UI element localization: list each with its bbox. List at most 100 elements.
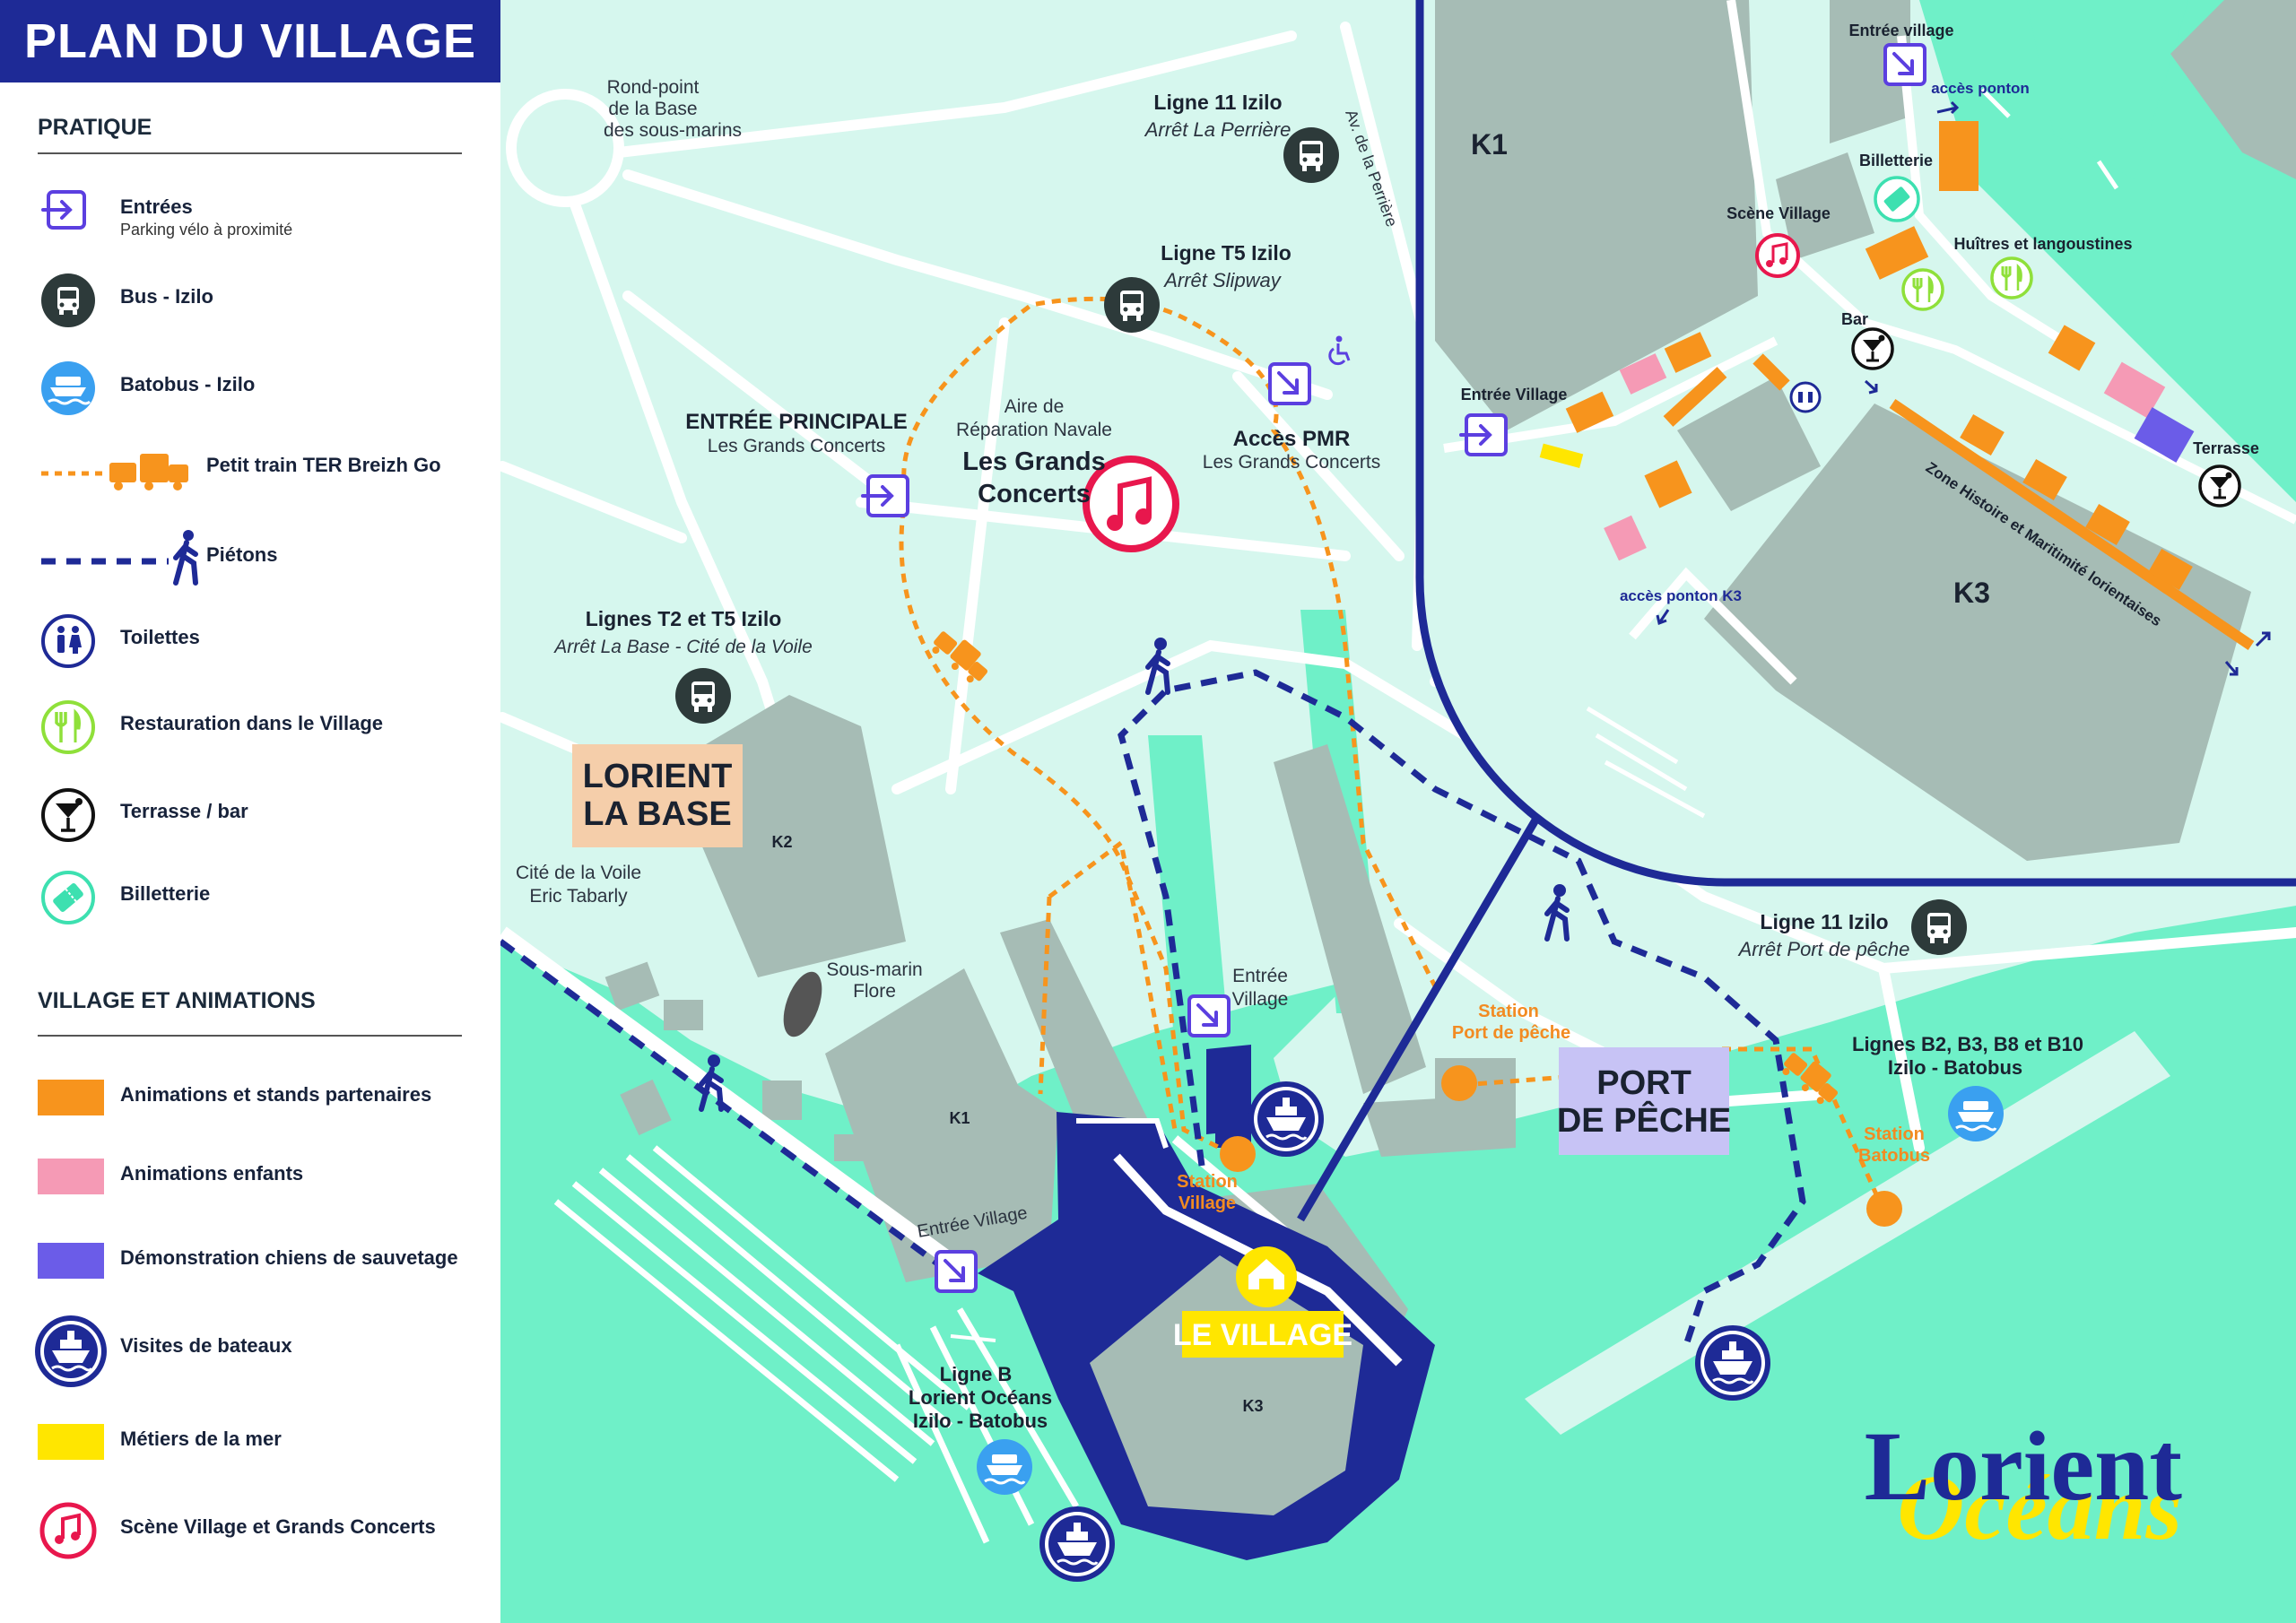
inset-frame <box>1415 0 2296 887</box>
music-icon <box>39 1502 97 1559</box>
ligne-t5-stop: Arrêt Slipway <box>1162 269 1283 291</box>
inset-food-icon[interactable] <box>1901 268 1944 311</box>
sous-marin-line1: Sous-marin <box>826 959 922 980</box>
rond-point-line2: de la Base <box>608 99 697 119</box>
legend-item-metiers-mer: Métiers de la mer <box>34 1411 483 1474</box>
legend-label: Bus - Izilo <box>120 285 213 308</box>
pedestrian-route-east <box>1118 669 1806 1347</box>
ligne11-low-stop: Arrêt Port de pêche <box>1737 938 1910 960</box>
stand-orange-line <box>1663 367 1727 427</box>
sous-marin-line2: Flore <box>853 981 896 1002</box>
entry-icon[interactable] <box>935 1250 978 1293</box>
main-map: LORIENT LA BASE PORT DE PÊCHE LE VILLAGE… <box>500 0 2296 1623</box>
inset-entree-village-top: Entrée village <box>1848 22 1953 39</box>
station-batobus-dot <box>1866 1191 1902 1227</box>
lorient-la-base-line2: LA BASE <box>583 795 731 833</box>
lorient-la-base-box <box>572 744 743 847</box>
inset-k1-label: K1 <box>1471 128 1508 161</box>
inset-toilets-icon[interactable] <box>1789 381 1822 413</box>
legend-label: Batobus - Izilo <box>120 373 256 395</box>
legend-label: Démonstration chiens de sauvetage <box>120 1246 458 1269</box>
bus-icon[interactable] <box>675 668 731 724</box>
legend-label: Petit train TER Breizh Go <box>206 454 441 476</box>
inset-water-strip <box>2027 0 2188 179</box>
boat-visit-icon[interactable] <box>1693 1324 1772 1402</box>
stand-pink <box>1619 353 1667 395</box>
station-port-peche-line1: Station <box>1478 1002 1539 1021</box>
pink-swatch <box>38 1159 104 1194</box>
entree-principale: ENTRÉE PRINCIPALE <box>685 409 908 434</box>
legend-item-toilettes: Toilettes <box>34 610 483 673</box>
stand-pink <box>2103 361 2166 419</box>
legend-sublabel: Parking vélo à proximité <box>120 221 293 239</box>
inset-building <box>2170 0 2296 179</box>
batobus-icon[interactable] <box>1946 1084 2005 1143</box>
ligne11-low: Ligne 11 Izilo <box>1760 910 1888 933</box>
walker-icon <box>173 530 198 586</box>
boat-visit-icon[interactable] <box>1247 1080 1326 1159</box>
train-icon <box>41 454 188 490</box>
inset-food-icon[interactable] <box>1990 256 2033 299</box>
legend-label: Piétons <box>206 543 278 566</box>
boat-visit-icon[interactable] <box>1038 1505 1117 1584</box>
lorient-oceans-logo: Océans Lorient <box>1865 1411 2183 1559</box>
pmr-entry-icon[interactable] <box>1268 362 1311 405</box>
stand-orange <box>1939 121 1979 191</box>
legend-item-bus: Bus - Izilo <box>34 269 483 332</box>
inset-bar-icon[interactable] <box>2198 464 2241 508</box>
entry-icon[interactable] <box>861 474 909 517</box>
grands-concerts-music-icon[interactable] <box>1083 456 1179 552</box>
inset-stands <box>1539 121 2255 650</box>
le-village-box <box>1182 1311 1344 1358</box>
logo-line1: Lorient <box>1865 1411 2183 1521</box>
legend-item-scene-village: Scène Village et Grands Concerts <box>34 1499 483 1562</box>
inset-k3-label: K3 <box>1953 577 1990 609</box>
inset-bar-icon[interactable] <box>1851 327 1894 370</box>
inset-acces-ponton: accès ponton <box>1931 80 2030 97</box>
legend-item-chiens-sauvetage: Démonstration chiens de sauvetage <box>34 1230 483 1293</box>
stand-orange <box>1565 391 1614 433</box>
stand-orange <box>2085 504 2130 545</box>
bus-icon[interactable] <box>1104 277 1160 333</box>
inset-acces-ponton-k3: accès ponton K3 <box>1620 587 1742 604</box>
bus-icon <box>41 273 95 327</box>
legend-label: Animations et stands partenaires <box>120 1083 432 1106</box>
orange-swatch <box>38 1080 104 1115</box>
stand-pink <box>1604 515 1647 561</box>
village-path <box>1076 1118 1169 1149</box>
legend-item-restauration: Restauration dans le Village <box>34 696 483 759</box>
inset-billetterie: Billetterie <box>1859 152 1933 169</box>
toilets-icon <box>41 614 95 668</box>
train-route <box>901 296 1438 988</box>
inset-entry-icon[interactable] <box>1883 43 1926 86</box>
k3-label: K3 <box>1242 1397 1263 1415</box>
stand-purple <box>2134 407 2195 463</box>
legend-panel: PLAN DU VILLAGE PRATIQUE Entrées Parking… <box>0 0 500 1623</box>
aire-reparation-line1: Aire de <box>1004 396 1065 417</box>
entry-icon[interactable] <box>1187 994 1231 1037</box>
lignes-t2-t5: Lignes T2 et T5 Izilo <box>586 607 782 630</box>
station-port-peche-dot <box>1441 1065 1477 1101</box>
legend-item-animations-stands: Animations et stands partenaires <box>34 1067 483 1130</box>
yellow-swatch <box>38 1424 104 1460</box>
k1-label: K1 <box>949 1109 970 1127</box>
port-de-peche-line2: DE PÊCHE <box>1557 1100 1731 1140</box>
bus-icon[interactable] <box>1283 127 1339 183</box>
submarine-shape <box>783 971 822 1037</box>
ligne11-top: Ligne 11 Izilo <box>1153 91 1282 114</box>
bus-icon[interactable] <box>1911 899 1967 955</box>
batobus-icon[interactable] <box>975 1437 1034 1497</box>
inset-ticket-icon[interactable] <box>1874 176 1920 222</box>
ligne-b-line2: Lorient Océans <box>909 1386 1052 1409</box>
inset-entry-icon[interactable] <box>1459 413 1508 456</box>
stand-orange-line <box>1752 353 1790 391</box>
inset-music-icon[interactable] <box>1755 233 1800 278</box>
stand-orange <box>1865 226 1929 280</box>
station-village-line2: Village <box>1178 1193 1236 1213</box>
legend-item-visites-bateaux: Visites de bateaux <box>34 1315 483 1387</box>
wheelchair-icon <box>1328 335 1351 366</box>
bar-icon <box>41 788 95 842</box>
entree-village-mid-line1: Entrée <box>1232 966 1288 986</box>
rond-point-line3: des sous-marins <box>604 120 742 141</box>
legend-item-bar: Terrasse / bar <box>34 784 483 846</box>
